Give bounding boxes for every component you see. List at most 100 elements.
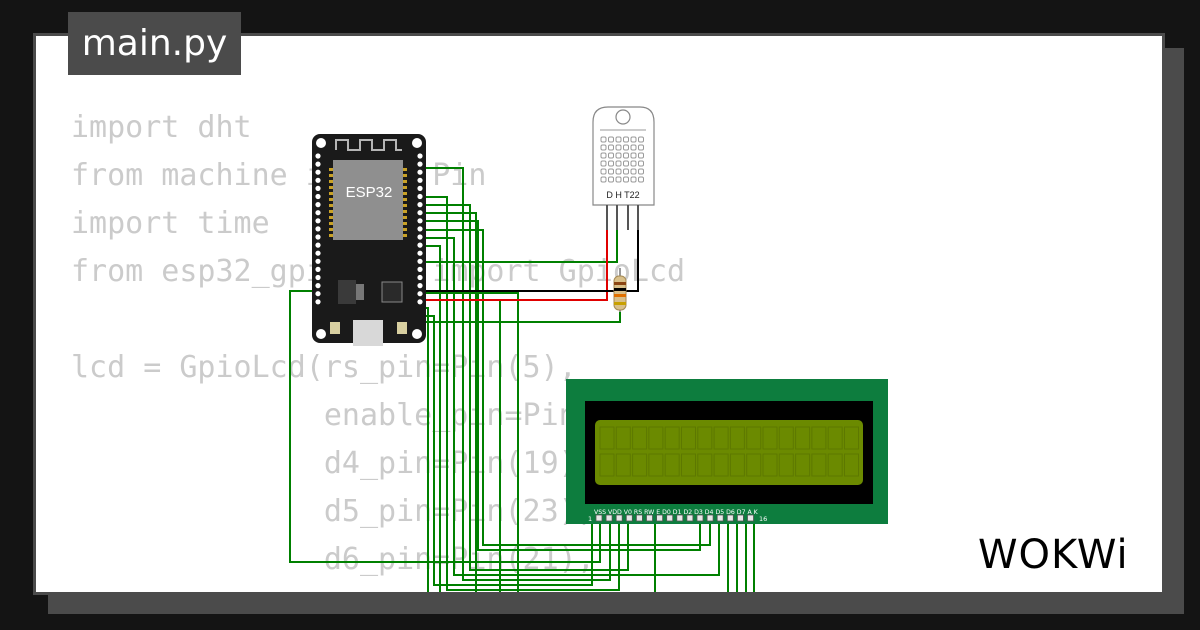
wire[interactable] [420, 229, 711, 546]
lcd-char-cell [795, 453, 811, 477]
esp32-pin [315, 274, 321, 281]
lcd-pin [737, 514, 744, 522]
esp32-module-pad [329, 174, 333, 177]
dht22-sensor[interactable]: D H T22 [592, 106, 655, 230]
lcd-char-cell [599, 426, 615, 450]
esp32-pin [315, 283, 321, 289]
dht22-vent [630, 136, 637, 143]
lcd-pin [605, 514, 613, 522]
lcd-char-cell [778, 453, 794, 477]
dht22-vent [623, 160, 629, 167]
dht22-vent [638, 144, 644, 151]
esp32-pin [417, 153, 423, 159]
wire[interactable] [420, 312, 621, 323]
dht22-vent [608, 136, 614, 143]
esp32-module-pad [329, 234, 333, 237]
dht22-vent [638, 168, 644, 175]
dht22-vent [623, 136, 629, 143]
lcd1602-display[interactable]: VSS VDD V0 RS RW E D0 D1 D2 D3 D4 D5 D6 … [566, 379, 888, 524]
lcd-char-cell [729, 426, 745, 450]
dht22-vent [638, 136, 644, 143]
file-tab-main-py[interactable]: main.py [68, 12, 241, 75]
dht22-vent [600, 160, 607, 167]
wire[interactable] [420, 315, 593, 586]
esp32-pin [315, 161, 321, 167]
esp32-label: ESP32 [346, 184, 393, 201]
esp32-pin [315, 177, 321, 183]
esp32-module-pad [329, 168, 333, 171]
esp32-pin [315, 299, 321, 305]
wire[interactable] [420, 196, 620, 591]
lcd-char-cell [615, 453, 631, 477]
code-line: lcd = GpioLcd(rs_pin=Pin(5), [71, 350, 577, 385]
wire[interactable] [420, 230, 618, 263]
esp32-module-pad [403, 180, 407, 183]
lcd-char-cell [713, 453, 729, 477]
dht22-vent [630, 160, 637, 167]
esp32-pin [417, 169, 423, 175]
dht22-vent [615, 160, 622, 167]
dht22-vent [600, 136, 607, 143]
lcd-char-cell [844, 426, 859, 450]
lcd-char-cell [762, 453, 778, 477]
lcd-pin-last: 16 [759, 515, 767, 523]
code-line: import dht [71, 110, 252, 145]
esp32-module-pad [403, 198, 407, 201]
esp32-pin [417, 291, 423, 297]
wire[interactable] [420, 237, 720, 576]
lcd-pin [636, 514, 643, 522]
wire[interactable] [420, 204, 629, 571]
lcd-char-cell [827, 453, 843, 477]
esp32-module-pad [403, 228, 407, 231]
esp32-pin [417, 177, 423, 183]
dht22-vent [615, 152, 622, 159]
dht22-vent [630, 168, 637, 175]
esp32-module-pad [403, 168, 407, 171]
esp32-module-pad [329, 222, 333, 225]
wire[interactable] [420, 245, 729, 600]
wire[interactable] [420, 220, 701, 551]
esp32-module-pad [329, 228, 333, 231]
en-button[interactable] [397, 322, 407, 334]
dht22-vent [608, 168, 614, 175]
esp32-pin [315, 210, 321, 216]
esp32-module-pad [329, 192, 333, 195]
lcd-char-cell [762, 426, 778, 450]
esp32-module-pad [329, 180, 333, 183]
dht22-vent [608, 160, 614, 167]
dht22-vent [600, 152, 607, 159]
esp32-module-pad [329, 204, 333, 207]
wire[interactable] [420, 230, 608, 301]
lcd-char-cell [844, 453, 859, 477]
lcd-pin [625, 514, 633, 522]
lcd-char-cell [681, 453, 696, 477]
dht22-vent [615, 176, 622, 183]
esp32-board[interactable]: ESP32 [312, 134, 426, 346]
dht22-vent [630, 176, 637, 183]
wokwi-logo-text: WOKWi [978, 532, 1129, 578]
boot-button[interactable] [330, 322, 340, 334]
dht22-vent [615, 144, 622, 151]
lcd-pin [646, 514, 653, 522]
esp32-pin [417, 299, 423, 305]
lcd-char-cell [827, 426, 843, 450]
esp32-pin [315, 250, 321, 256]
lcd-char-cell [697, 453, 713, 477]
lcd-pin [595, 514, 603, 522]
lcd-pin-labels: VSS VDD V0 RS RW E D0 D1 D2 D3 D4 D5 D6 … [594, 509, 759, 516]
esp32-pin [417, 274, 423, 281]
dht22-label: D H T22 [606, 190, 639, 200]
esp32-module-pad [403, 234, 407, 237]
wire[interactable] [420, 212, 656, 600]
lcd-pin [696, 514, 704, 522]
esp32-pin [417, 218, 423, 224]
wire[interactable] [289, 290, 601, 563]
wire[interactable] [420, 292, 738, 600]
wire[interactable] [420, 230, 639, 292]
wire[interactable] [420, 167, 611, 581]
lcd-char-cell [632, 426, 648, 450]
pullup-resistor[interactable] [613, 268, 627, 312]
dht22-vent [608, 152, 614, 159]
esp32-module-pad [329, 198, 333, 201]
